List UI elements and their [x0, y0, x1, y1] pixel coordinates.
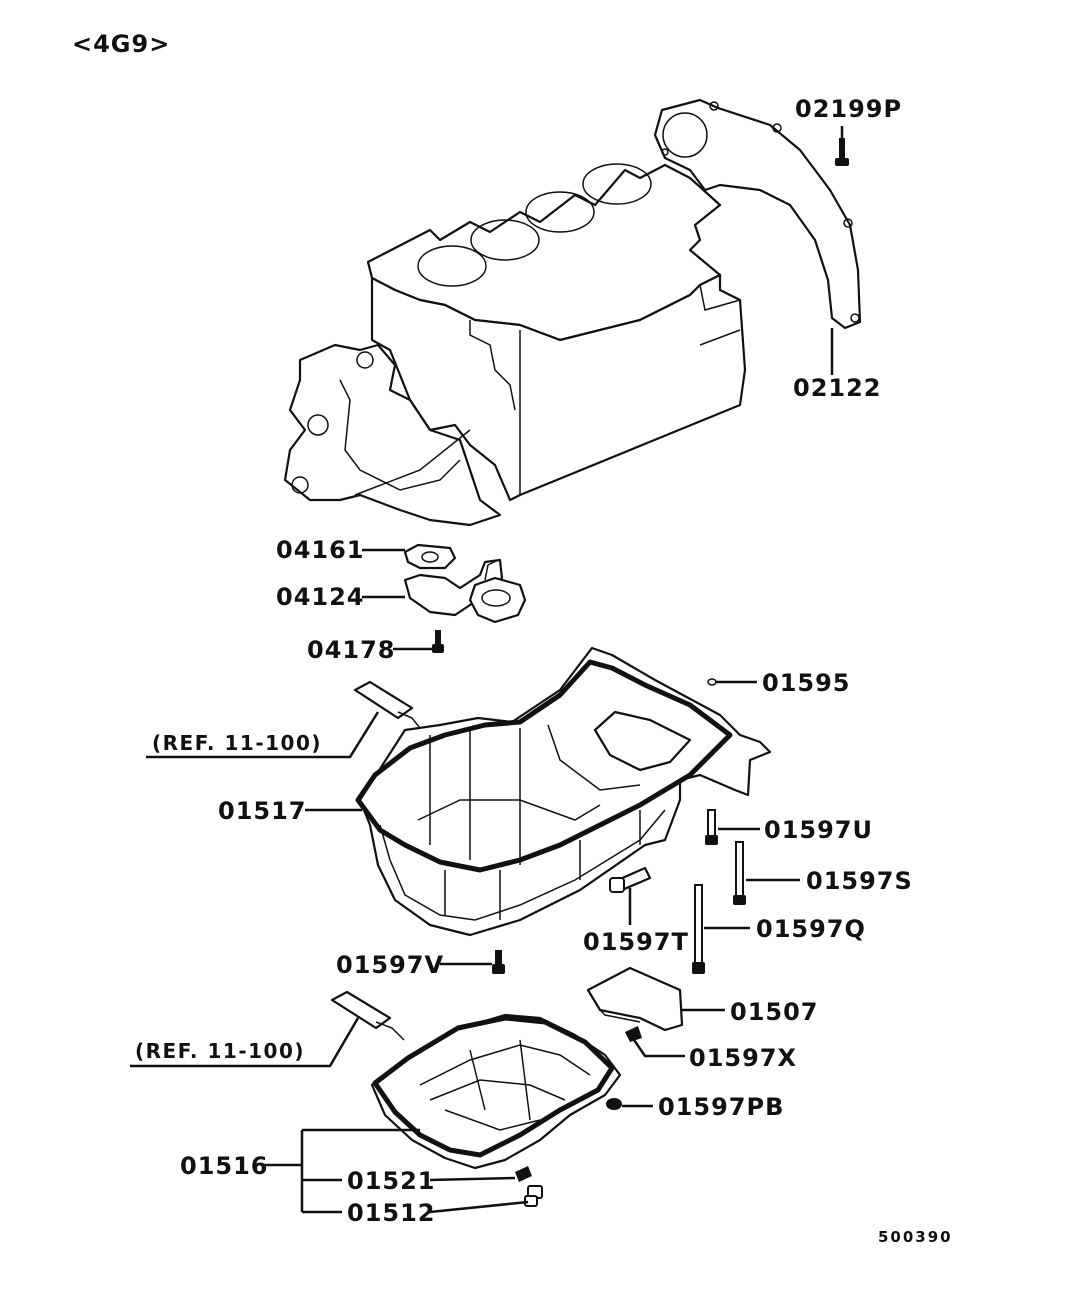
lower-oil-pan [370, 1013, 622, 1170]
engine-model-title: <4G9> [72, 30, 170, 58]
bolt-04178-icon [432, 630, 444, 653]
label-02199P: 02199P [795, 95, 902, 123]
label-01507: 01507 [730, 998, 819, 1026]
label-04178: 04178 [307, 636, 396, 664]
bolt-01597V-icon [492, 950, 505, 974]
bolt-02199P-icon [835, 138, 849, 166]
sealant-tube-2-icon [330, 990, 405, 1041]
label-01597PB: 01597PB [658, 1093, 784, 1121]
label-01516: 01516 [180, 1152, 269, 1180]
label-01597T: 01597T [583, 928, 689, 956]
label-01597Q: 01597Q [756, 915, 866, 943]
oil-strainer [403, 543, 527, 624]
bolt-01597PB-icon [606, 1098, 622, 1110]
bolt-01597Q-icon [692, 884, 705, 974]
sealant-tube-1-icon [353, 680, 421, 729]
bolt-01597X-icon [625, 1026, 642, 1042]
label-02122: 02122 [793, 374, 882, 402]
label-01597X: 01597X [689, 1044, 797, 1072]
leader-lines [130, 126, 844, 1214]
washer-01595-icon [707, 678, 717, 686]
drain-plug-01512-icon [524, 1185, 543, 1207]
label-01512: 01512 [347, 1199, 436, 1227]
label-04124: 04124 [276, 583, 365, 611]
label-01521: 01521 [347, 1167, 436, 1195]
label-01597U: 01597U [764, 816, 873, 844]
upper-oil-pan [355, 646, 772, 937]
engine-block [283, 163, 747, 527]
ref-label-2: (REF. 11-100) [135, 1039, 305, 1063]
bolt-01597U-icon [705, 809, 718, 845]
label-01595: 01595 [762, 669, 851, 697]
ref-label-1: (REF. 11-100) [152, 731, 322, 755]
diagram-code: 500390 [878, 1228, 953, 1246]
baffle-plate-01507 [586, 966, 684, 1032]
label-01597V: 01597V [336, 951, 444, 979]
bolt-01597S-icon [733, 841, 746, 905]
label-04161: 04161 [276, 536, 365, 564]
bolt-01597T-icon [609, 866, 652, 893]
label-01597S: 01597S [806, 867, 913, 895]
rear-plate [653, 98, 862, 330]
gasket-01521-icon [515, 1166, 532, 1182]
label-01517: 01517 [218, 797, 307, 825]
